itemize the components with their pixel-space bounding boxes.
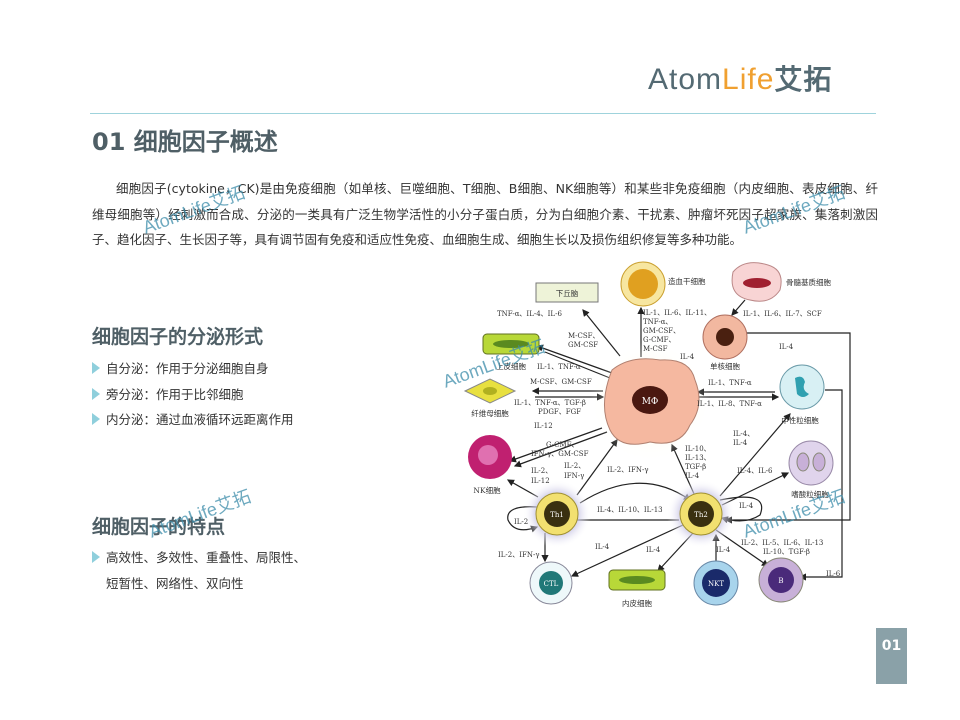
cytokine-label: IL-6 bbox=[826, 570, 841, 578]
cytokine-label: G-CMF、 bbox=[643, 336, 675, 344]
cytokine-label: M-CSF、 bbox=[568, 332, 600, 340]
features-item: 短暂性、网络性、双向性 bbox=[106, 573, 244, 592]
cytokine-label: IL-2、IFN-γ bbox=[498, 551, 540, 559]
cell-label: 造血干细胞 bbox=[668, 276, 706, 286]
cytokine-label: IL-4、 bbox=[733, 430, 754, 438]
cytokine-label: GM-CSF、 bbox=[643, 327, 680, 335]
item-text: 高效性、多效性、重叠性、局限性、 bbox=[106, 550, 307, 565]
brand-logo: AtomLife艾拓 bbox=[648, 58, 832, 98]
cytokine-label: IL-4、IL-6 bbox=[737, 467, 773, 475]
arrows bbox=[506, 299, 851, 581]
cytokine-label: TNF-α、IL-4、IL-6 bbox=[497, 310, 562, 318]
page-title: 01 细胞因子概述 bbox=[92, 128, 278, 156]
logo-text-cn: 艾拓 bbox=[774, 64, 833, 95]
logo-text: Atom bbox=[648, 63, 723, 96]
secretion-heading: 细胞因子的分泌形式 bbox=[92, 326, 264, 348]
cytokine-label: IL-12 bbox=[531, 477, 550, 485]
cell-label: 单核细胞 bbox=[710, 361, 740, 371]
cytokine-label: IFN-γ、GM-CSF bbox=[531, 450, 589, 458]
cytokine-label: IL-4 bbox=[733, 439, 748, 447]
cytokine-label: IFN-γ bbox=[564, 472, 584, 480]
cytokine-label: IL-1、IL-8、TNF-α bbox=[697, 400, 762, 408]
cytokine-label: IL-2、IFN-γ bbox=[607, 466, 649, 474]
cytokine-label: IL-12 bbox=[534, 422, 553, 430]
features-heading: 细胞因子的特点 bbox=[92, 516, 226, 538]
hypothalamus-box bbox=[535, 282, 599, 303]
page-number: 01 bbox=[876, 628, 907, 684]
cytokine-label: IL-1、IL-6、IL-7、SCF bbox=[743, 310, 822, 318]
secretion-item: 自分泌：作用于分泌细胞自身 bbox=[92, 358, 269, 377]
cytokine-label: M-CSF bbox=[643, 345, 668, 353]
cytokine-label: M-CSF、GM-CSF bbox=[530, 378, 592, 386]
cell-label: 下丘脑 bbox=[556, 288, 579, 298]
cell-label: Th1 bbox=[550, 511, 564, 519]
cytokine-label: TGF-β bbox=[685, 463, 706, 471]
cytokine-label: IL-4 bbox=[646, 546, 661, 554]
cytokine-label: IL-1、TNF-α bbox=[537, 363, 581, 371]
cytokine-label: PDGF、FGF bbox=[538, 408, 581, 416]
cytokine-label: IL-2 bbox=[514, 518, 528, 526]
cytokine-label: IL-4、IL-10、IL-13 bbox=[597, 506, 663, 514]
bullet-triangle-icon bbox=[92, 362, 100, 374]
cytokine-label: IL-2、 bbox=[564, 462, 585, 470]
cell-label: NKT bbox=[708, 580, 724, 588]
cell-label: 嗜酸粒细胞 bbox=[791, 489, 829, 499]
item-text: 内分泌：通过血液循环远距离作用 bbox=[106, 412, 294, 427]
cytokine-label: IL-10、 bbox=[685, 445, 711, 453]
cytokine-label: IL-4 bbox=[716, 546, 731, 554]
intro-paragraph: 细胞因子(cytokine，CK)是由免疫细胞（如单核、巨噬细胞、T细胞、B细胞… bbox=[92, 181, 878, 247]
cell-label: MΦ bbox=[642, 397, 659, 407]
cell-label: NK细胞 bbox=[473, 485, 501, 495]
cytokine-label: IL-1、TNF-α、TGF-β bbox=[514, 399, 586, 407]
cytokine-label: IL-4 bbox=[685, 472, 700, 480]
cytokine-label: G-CMF、 bbox=[546, 441, 578, 449]
cytokine-label: IL-1、IL-6、IL-11、 bbox=[643, 309, 711, 317]
cell-label: 内皮细胞 bbox=[622, 598, 652, 608]
cell-label: Th2 bbox=[694, 511, 708, 519]
cytokine-label: IL-4 bbox=[779, 343, 794, 351]
bullet-triangle-icon bbox=[92, 388, 100, 400]
cell-label: 上皮细胞 bbox=[496, 361, 526, 371]
bullet-triangle-icon bbox=[92, 413, 100, 425]
item-text: 短暂性、网络性、双向性 bbox=[106, 576, 244, 591]
features-item: 高效性、多效性、重叠性、局限性、 bbox=[92, 547, 306, 566]
item-text: 旁分泌：作用于比邻细胞 bbox=[106, 387, 244, 402]
bullet-triangle-icon bbox=[92, 551, 100, 563]
header-divider bbox=[90, 113, 876, 114]
cytokine-label: IL-1、TNF-α bbox=[708, 379, 752, 387]
secretion-item: 旁分泌：作用于比邻细胞 bbox=[92, 384, 244, 403]
cytokine-label: IL-2、IL-5、IL-6、IL-13 bbox=[741, 539, 823, 547]
item-text: 自分泌：作用于分泌细胞自身 bbox=[106, 361, 269, 376]
cell-label: 中性粒细胞 bbox=[781, 415, 819, 425]
cell-label: 纤维母细胞 bbox=[471, 408, 509, 418]
cytokine-label: IL-10、TGF-β bbox=[763, 548, 810, 556]
logo-text-accent: Life bbox=[722, 63, 775, 96]
cytokine-label: IL-2、 bbox=[531, 467, 552, 475]
cytokine-labels: TNF-α、IL-4、IL-6 M-CSF、 GM-CSF IL-1、TNF-α… bbox=[497, 309, 841, 578]
cytokine-label: IL-13、 bbox=[685, 454, 711, 462]
cytokine-label: IL-4 bbox=[680, 353, 695, 361]
cytokine-label: IL-4 bbox=[739, 502, 754, 510]
cytokine-label: GM-CSF bbox=[568, 341, 598, 349]
cytokine-label: TNF-α、 bbox=[643, 318, 672, 326]
eosinophil-cell bbox=[788, 440, 834, 486]
secretion-item: 内分泌：通过血液循环远距离作用 bbox=[92, 409, 294, 428]
cell-label: 骨髓基质细胞 bbox=[786, 277, 831, 287]
cell-label: B bbox=[778, 577, 783, 585]
cell-label: CTL bbox=[544, 580, 559, 588]
cytokine-label: IL-4 bbox=[595, 543, 610, 551]
